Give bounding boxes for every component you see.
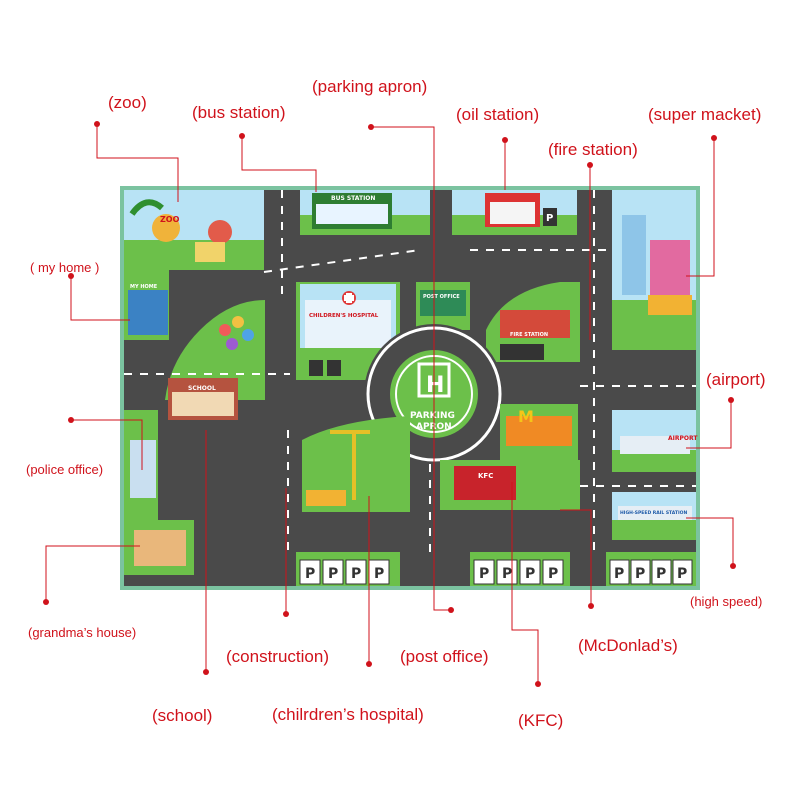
label-oil-station: (oil station) [456,105,540,124]
airport-block: AIRPORT [612,410,698,472]
bus-station-block: BUS STATION [300,190,430,235]
parking-p: P [614,566,624,582]
label-parking-apron: (parking apron) [312,77,428,96]
label-post-office: (post office) [400,647,489,666]
label-airport: (airport) [706,370,766,389]
sign-bus-station: BUS STATION [331,195,375,202]
leader-lines [45,124,734,684]
fire-station-block: FIRE STATION [486,282,580,362]
helipad-text-parking: PARKING [410,411,455,421]
supermarket-block [612,190,696,350]
parking-p: P [635,566,645,582]
label-high-speed: (high speed) [690,594,763,609]
construction-block [302,416,410,512]
sign-school: SCHOOL [188,385,216,392]
parking-row-left: P P P P [296,552,400,586]
label-kfc: (KFC) [518,711,564,730]
post-office-block: POST OFFICE [416,282,470,330]
sign-hospital: CHILDREN'S HOSPITAL [309,313,379,319]
label-bus-station: (bus station) [192,103,286,122]
grandmas-house-block [124,520,194,575]
parking-p: P [328,566,338,582]
parking-p: P [677,566,687,582]
parking-row-right: P P P P [606,552,696,586]
label-school: (school) [152,706,213,725]
sign-kfc: KFC [478,472,493,480]
parking-p: P [656,566,666,582]
parking-p: P [305,566,315,582]
mcdonalds-logo: M [518,407,534,426]
leader-dots [43,121,736,687]
parking-p: P [548,566,558,582]
parking-p: P [525,566,535,582]
label-grandmas-house: (grandma’s house) [28,625,137,640]
high-speed-rail-block: HIGH-SPEED RAIL STATION [612,492,696,540]
oil-station-block: P [452,190,577,235]
parking-row-middle: P P P P [470,552,570,586]
sign-my-home: MY HOME [130,284,158,290]
sign-post-office: POST OFFICE [423,294,460,300]
helipad-letter: H [426,373,444,398]
label-zoo: (zoo) [108,93,147,112]
parking-p: P [479,566,489,582]
parking-sign: P [546,213,553,224]
hospital-block: CHILDREN'S HOSPITAL [296,282,400,380]
kfc-block: KFC [440,460,580,510]
my-home-block: MY HOME [124,270,169,340]
label-police-office: (police office) [26,462,104,477]
label-super-market: (super macket) [648,105,762,124]
sign-zoo: ZOO [160,215,180,224]
mcdonalds-block: M [500,404,578,460]
police-office-block [124,410,158,520]
sign-fire-station: FIRE STATION [510,332,548,338]
parking-p: P [502,566,512,582]
label-fire-station: (fire station) [548,140,638,159]
lane-markings [124,190,696,552]
label-childrens-hospital: (chilrdren’s hospital) [272,705,424,724]
label-mcdonalds: (McDonlad’s) [578,636,678,655]
parking-p: P [351,566,361,582]
label-construction: (construction) [226,647,329,666]
sign-airport: AIRPORT [668,435,698,442]
parking-p: P [374,566,384,582]
sign-high-speed: HIGH-SPEED RAIL STATION [620,510,687,516]
label-my-home: ( my home ) [30,260,100,275]
zoo-block: ZOO [124,190,264,270]
